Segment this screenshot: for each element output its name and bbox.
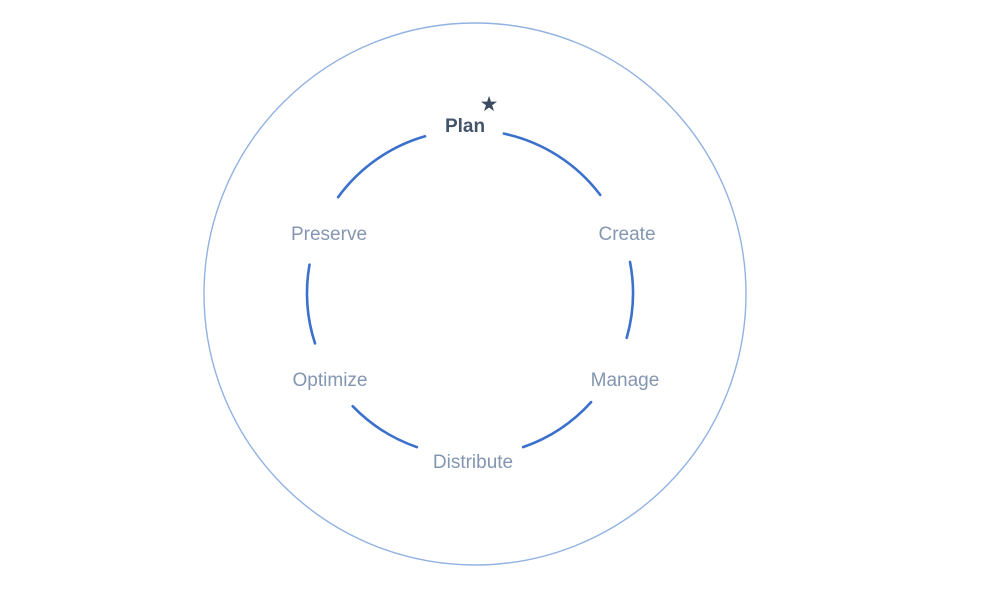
cycle-arc-segment: [502, 132, 602, 197]
stage-label-plan: Plan: [445, 116, 485, 137]
cycle-arcs: [305, 132, 635, 449]
stage-label-distribute: Distribute: [433, 452, 513, 473]
stage-label-create: Create: [598, 224, 655, 245]
stage-label-manage: Manage: [591, 370, 660, 391]
cycle-arc-segment: [351, 404, 419, 449]
outer-ring: [203, 22, 747, 566]
stage-label-optimize: Optimize: [293, 370, 368, 391]
star-icon: ★: [480, 92, 499, 116]
stage-label-preserve: Preserve: [291, 224, 367, 245]
cycle-arc-segment: [336, 135, 427, 199]
cycle-arc-segment: [521, 400, 593, 449]
cycle-arc-segment: [625, 260, 635, 340]
cycle-arc-segment: [305, 263, 317, 345]
